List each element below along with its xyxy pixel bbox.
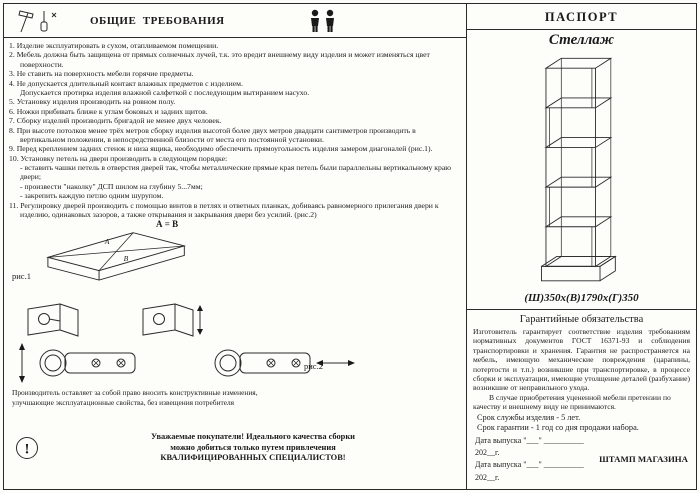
requirement-item: 1. Изделие эксплуатировать в сухом, отап…	[9, 41, 219, 50]
hinge-adjustment-figure	[19, 303, 355, 384]
requirements-list: 1. Изделие эксплуатировать в сухом, отап…	[4, 38, 466, 219]
date-line-1: Дата выпуска "___" __________ 202__г.	[475, 435, 584, 457]
manufacturer-note: Производитель оставляет за собой право в…	[12, 388, 258, 407]
section-title: ОБЩИЕ ТРЕБОВАНИЯ	[90, 14, 225, 27]
customer-notice: ! Уважаемые покупатели! Идеального качес…	[4, 407, 466, 489]
product-name: Стеллаж	[548, 32, 615, 48]
warranty-title: Гарантийные обязательства	[519, 314, 644, 325]
passport-title: ПАСПОРТ	[467, 4, 696, 30]
warranty-body: Изготовитель гарантирует соответствие из…	[473, 327, 690, 393]
diagonal-a-label: А	[104, 237, 110, 246]
store-stamp: ШТАМП МАГАЗИНА	[599, 454, 688, 465]
requirement-item: 4. Не допускается длительный контакт вла…	[9, 78, 310, 97]
left-header: ОБЩИЕ ТРЕБОВАНИЯ	[4, 4, 466, 38]
box-diagonal-figure: А В	[46, 232, 187, 282]
requirement-item: 11. Регулировку дверей производить с пом…	[9, 200, 439, 220]
two-persons-icon	[310, 9, 334, 32]
tools-icon	[18, 9, 57, 32]
requirement-item: 5. Установку изделия производить на ровн…	[9, 97, 176, 107]
issue-dates-row: Дата выпуска "___" __________ 202__г. Да…	[467, 432, 696, 489]
exclamation-icon: !	[16, 436, 38, 459]
requirement-item: 6. Ножки прибивать ближе к углам боковых…	[9, 106, 208, 116]
warranty-body-2: В случае приобретения уцененной мебели п…	[473, 392, 671, 412]
svg-text:!: !	[25, 441, 30, 457]
requirement-item: 8. При высоте потолков менее трёх метров…	[9, 125, 416, 144]
fig1-label: рис.1	[12, 271, 31, 282]
warranty-period: Срок гарантии - 1 год со дня продажи наб…	[477, 422, 639, 432]
figures-area: А = В А В рис.1	[4, 219, 466, 387]
passport-section: ПАСПОРТ Стеллаж	[467, 4, 696, 489]
requirement-item: 3. Не ставить на поверхность мебели горя…	[9, 69, 194, 79]
requirement-item: 7. Сборку изделий производить бригадой н…	[9, 116, 222, 126]
notice-text: Уважаемые покупатели! Идеального качеств…	[150, 431, 355, 463]
date-line-2: Дата выпуска "___" __________ 202__г.	[475, 460, 584, 482]
diagonals-formula: А = В	[156, 219, 179, 230]
shelving-unit-drawing	[540, 57, 617, 282]
service-life: Срок службы изделия - 5 лет.	[477, 412, 581, 422]
general-requirements-section: ОБЩИЕ ТРЕБОВАНИЯ 1. Изделие эксплуатиров…	[4, 4, 467, 489]
requirement-item: 2. Мебель должна быть защищена от прямых…	[9, 50, 430, 69]
diagonal-b-label: В	[124, 255, 129, 264]
product-dimensions: (Ш)350х(В)1790х(Г)350	[467, 291, 696, 310]
sheet-border: ОБЩИЕ ТРЕБОВАНИЯ 1. Изделие эксплуатиров…	[3, 3, 697, 490]
shelf-drawing-area	[467, 49, 696, 291]
fig2-label: рис.2	[304, 361, 323, 372]
requirement-item: 10. Установку петель на двери производит…	[9, 153, 452, 201]
requirement-item: 9. Перед креплением задних стенок и низа…	[9, 144, 433, 154]
issue-dates: Дата выпуска "___" __________ 202__г. Да…	[475, 435, 599, 485]
